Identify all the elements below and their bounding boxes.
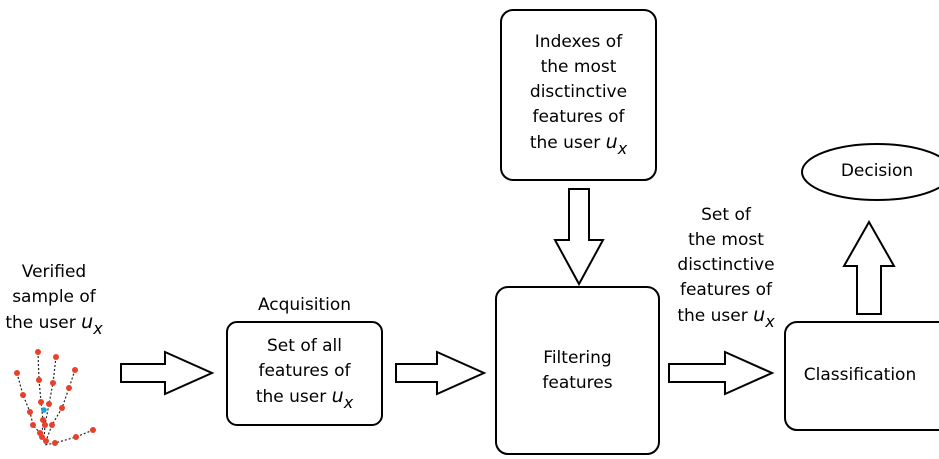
decision-ellipse [801, 143, 939, 201]
hand-joint-point [90, 427, 96, 433]
set-label-line-2: the most [688, 230, 764, 250]
set-label: Set of the most disctinctive features of… [656, 203, 796, 331]
user-subscript: x [343, 393, 354, 412]
hand-joint-point [14, 370, 20, 376]
user-variable: u [331, 385, 344, 407]
input-label-line-2: sample of [12, 287, 96, 307]
hand-joint-point [52, 440, 58, 446]
set-user-prefix: the user [677, 306, 748, 326]
user-variable: u [605, 131, 618, 153]
filtering-box-text: Filtering features [496, 346, 659, 396]
acquisition-box-line-1: Set of all [267, 336, 342, 356]
classification-box [784, 321, 939, 431]
hand-skeleton-icon [14, 349, 96, 446]
acquisition-box-text: Set of all features of the user ux [227, 334, 382, 412]
acquisition-box [226, 321, 383, 426]
input-label-line-3: the user ux [4, 310, 104, 338]
indexes-box-text: Indexes of the most disctinctive feature… [501, 30, 656, 158]
hand-joint-point [43, 438, 49, 444]
indexes-box-line-2: the most [540, 57, 617, 77]
arrow-input-to-acquisition [120, 350, 215, 396]
set-label-line-3: disctinctive [677, 255, 775, 275]
classification-box-text: Classification [803, 365, 917, 385]
hand-joint-point [46, 401, 52, 407]
hand-joint-point [20, 392, 26, 398]
acquisition-box-line-2: features of [258, 361, 351, 381]
acquisition-title: Acquisition [257, 295, 352, 315]
hand-joint-point [53, 354, 59, 360]
arrow-classification-to-decision [842, 219, 896, 315]
acquisition-box-line-3: the user ux [227, 384, 382, 412]
hand-joint-point [66, 385, 72, 391]
indexes-box-line-4: features of [532, 107, 625, 127]
set-label-line-1: Set of [701, 205, 751, 225]
indexes-user-prefix: the user [529, 133, 601, 153]
decision-ellipse-text: Decision [840, 161, 914, 181]
indexes-box-line-5: the user ux [501, 130, 656, 158]
arrow-filtering-to-classification [668, 350, 775, 396]
user-subscript: x [765, 312, 775, 331]
hand-joint-point [27, 409, 33, 415]
user-variable: u [753, 304, 766, 326]
hand-joint-point [40, 417, 46, 423]
set-label-line-4: features of [679, 280, 773, 300]
hand-joint-point [72, 367, 78, 373]
hand-joint-point [30, 422, 36, 428]
user-subscript: x [617, 139, 628, 158]
hand-joint-point [49, 422, 55, 428]
hand-joint-point [39, 434, 45, 440]
hand-joint-points [14, 349, 96, 446]
hand-joint-point [59, 405, 65, 411]
input-label: Verified sample of the user ux [4, 260, 104, 338]
hand-joint-point [36, 377, 42, 383]
filtering-box-line-1: Filtering [543, 348, 612, 368]
hand-center-point [41, 407, 47, 413]
input-label-line-1: Verified [21, 262, 87, 282]
hand-joint-point [73, 434, 79, 440]
hand-joint-point [38, 399, 44, 405]
hand-joint-point [35, 349, 41, 355]
indexes-box [500, 9, 657, 181]
input-user-prefix: the user [5, 313, 76, 333]
user-subscript: x [93, 319, 103, 338]
arrow-indexes-to-filtering [553, 188, 605, 287]
indexes-box-line-3: disctinctive [529, 82, 628, 102]
indexes-box-line-1: Indexes of [534, 32, 623, 52]
set-label-line-5: the user ux [656, 303, 796, 331]
filtering-box [495, 286, 660, 455]
hand-joint-point [42, 422, 48, 428]
filtering-box-line-2: features [542, 373, 613, 393]
arrow-acquisition-to-filtering [395, 350, 487, 396]
user-variable: u [81, 311, 94, 333]
acquisition-user-prefix: the user [255, 387, 327, 407]
hand-joint-point [50, 380, 56, 386]
